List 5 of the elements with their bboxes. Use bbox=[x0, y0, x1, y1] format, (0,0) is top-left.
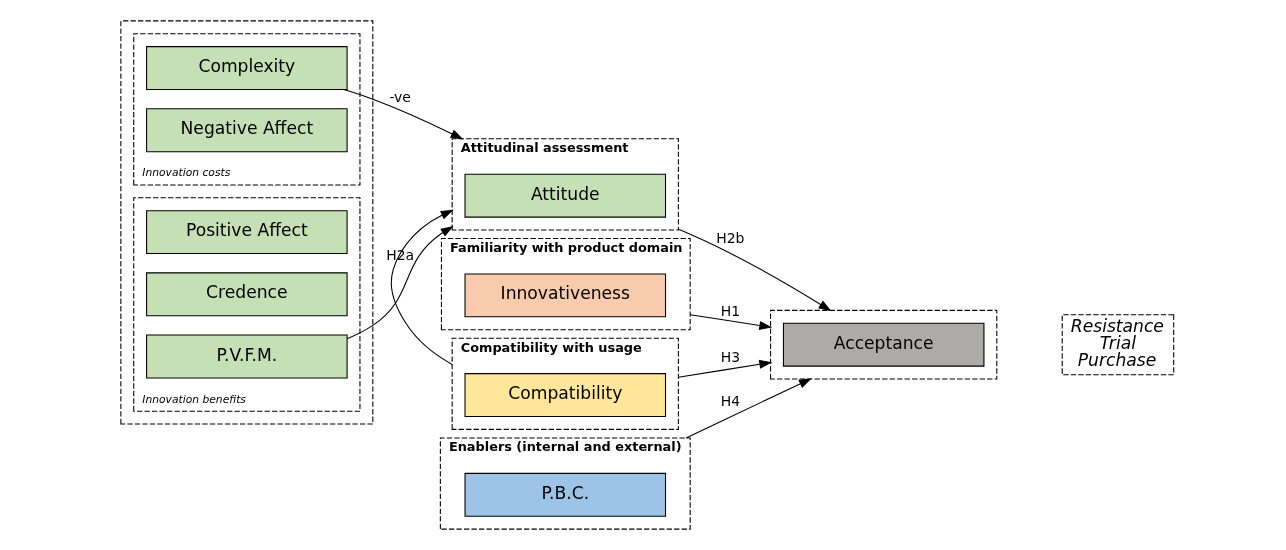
edge-label: H2b bbox=[716, 230, 745, 247]
edge-label: H3 bbox=[720, 349, 741, 366]
edge-label: H4 bbox=[720, 393, 741, 410]
edge-label: -ve bbox=[389, 88, 411, 105]
edge-label: H1 bbox=[720, 303, 741, 320]
